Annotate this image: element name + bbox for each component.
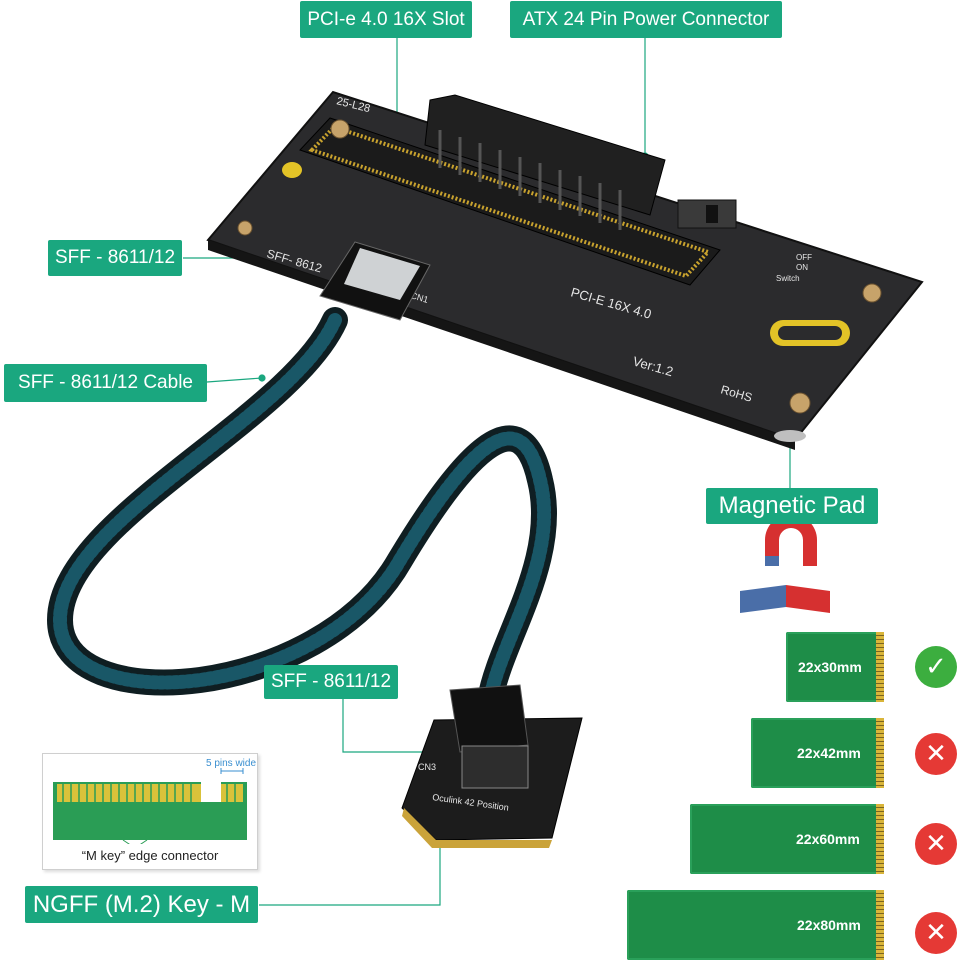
check-icon: ✓ [915,646,957,688]
mkey-connector-graphic [53,768,247,844]
m2-cn3: CN3 [418,762,436,772]
callout-magnetic-pad: Magnetic Pad [706,488,878,524]
callout-ngff: NGFF (M.2) Key - M [25,886,258,923]
mkey-pins-caption: 5 pins wide [206,758,257,769]
callout-sff-bottom: SFF - 8611/12 [264,665,398,699]
cross-icon: ✕ [915,823,957,865]
callout-sff-top: SFF - 8611/12 [48,240,182,276]
bar-magnet-icon [740,585,830,613]
mkey-caption: “M key” edge connector [81,848,219,863]
atx-connector [424,94,666,216]
size-label: 22x80mm [797,917,861,933]
cross-icon: ✕ [915,733,957,775]
size-label: 22x42mm [797,745,861,761]
cross-icon: ✕ [915,912,957,954]
size-card-22x80: 22x80mm [627,890,884,960]
sff-connector-bottom [449,684,529,753]
size-card-22x60: 22x60mm [690,804,884,874]
mkey-diagram: 5 pins wide “M key” edge connector [42,753,258,870]
size-card-22x30: 22x30mm [786,632,884,702]
pcie-slot [299,117,721,286]
callout-sff-cable: SFF - 8611/12 Cable [4,364,207,402]
switch-off: OFF [796,253,812,262]
callout-atx-power: ATX 24 Pin Power Connector [510,1,782,38]
size-label: 22x60mm [796,831,860,847]
size-label: 22x30mm [798,659,862,675]
switch-label: Switch [776,274,800,283]
magnetic-pad [774,430,806,442]
switch-on: ON [796,263,808,272]
magnet-icon [765,514,817,566]
size-card-22x42: 22x42mm [751,718,884,788]
callout-pcie-slot: PCI-e 4.0 16X Slot [300,1,472,38]
